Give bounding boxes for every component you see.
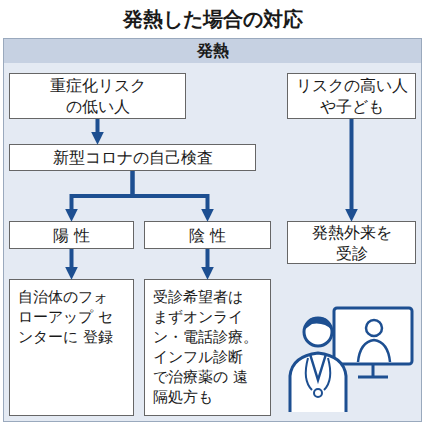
self-test-box: 新型コロナの自己検査 [9,144,256,171]
fever-clinic-box: 発熱外来を 受診 [287,221,416,264]
patient-head [366,320,382,336]
text-wrap: 受診希望者は まずオンライ ン・電話診療。 インフル診断 で治療薬の 遠隔処方も [153,287,261,407]
doctor-collar [310,354,326,380]
text-wrap: 発熱外来を 受診 [307,222,397,264]
doctor-illustration [288,290,420,415]
node-label: 重症化リスク の低い人 [42,75,154,117]
monitor-screen [334,308,412,364]
negative-box: 陰 性 [144,221,271,249]
monitor-base [358,376,388,379]
flow-arrow [206,249,210,271]
node-label: 自治体のフォ ローアップ センターに 登録 [18,287,114,347]
node-label: 発熱外来を 受診 [307,222,397,264]
text-wrap: リスクの高い人 や子ども [294,75,410,117]
text-wrap: 重症化リスク の低い人 [42,75,154,117]
heading-band: 発熱 [4,39,421,63]
text-wrap: 自治体のフォ ローアップ センターに 登録 [18,287,114,347]
flow-arrow [350,119,354,213]
node-label: 受診希望者は まずオンライ ン・電話診療。 インフル診断 で治療薬の 遠隔処方も [153,287,261,407]
monitor-stand [372,364,375,376]
text-wrap: 新型コロナの自己検査 [53,147,213,168]
text-wrap: 陰 性 [189,225,226,246]
flow-arrow [70,249,74,271]
positive-box: 陽 性 [9,221,134,249]
flow-arrow [96,119,100,136]
follow-up-box: 自治体のフォ ローアップ センターに 登録 [9,279,134,416]
patient-body [358,340,390,362]
low-risk-box: 重症化リスク の低い人 [9,73,186,119]
doctor-coat [290,353,346,412]
stethoscope-chest-piece [314,389,322,397]
node-label: 陽 性 [53,225,90,246]
node-label: 陰 性 [189,225,226,246]
online-consult-box: 受診希望者は まずオンライ ン・電話診療。 インフル診断 で治療薬の 遠隔処方も [144,279,271,416]
node-label: 新型コロナの自己検査 [53,147,213,168]
high-risk-box: リスクの高い人 や子ども [287,73,416,119]
panel-heading: 発熱 [4,39,421,63]
text-wrap: 陽 性 [53,225,90,246]
node-label: リスクの高い人 や子ども [294,75,410,117]
stethoscope [306,358,331,390]
diagram-title: 発熱した場合の対応 [0,5,425,33]
